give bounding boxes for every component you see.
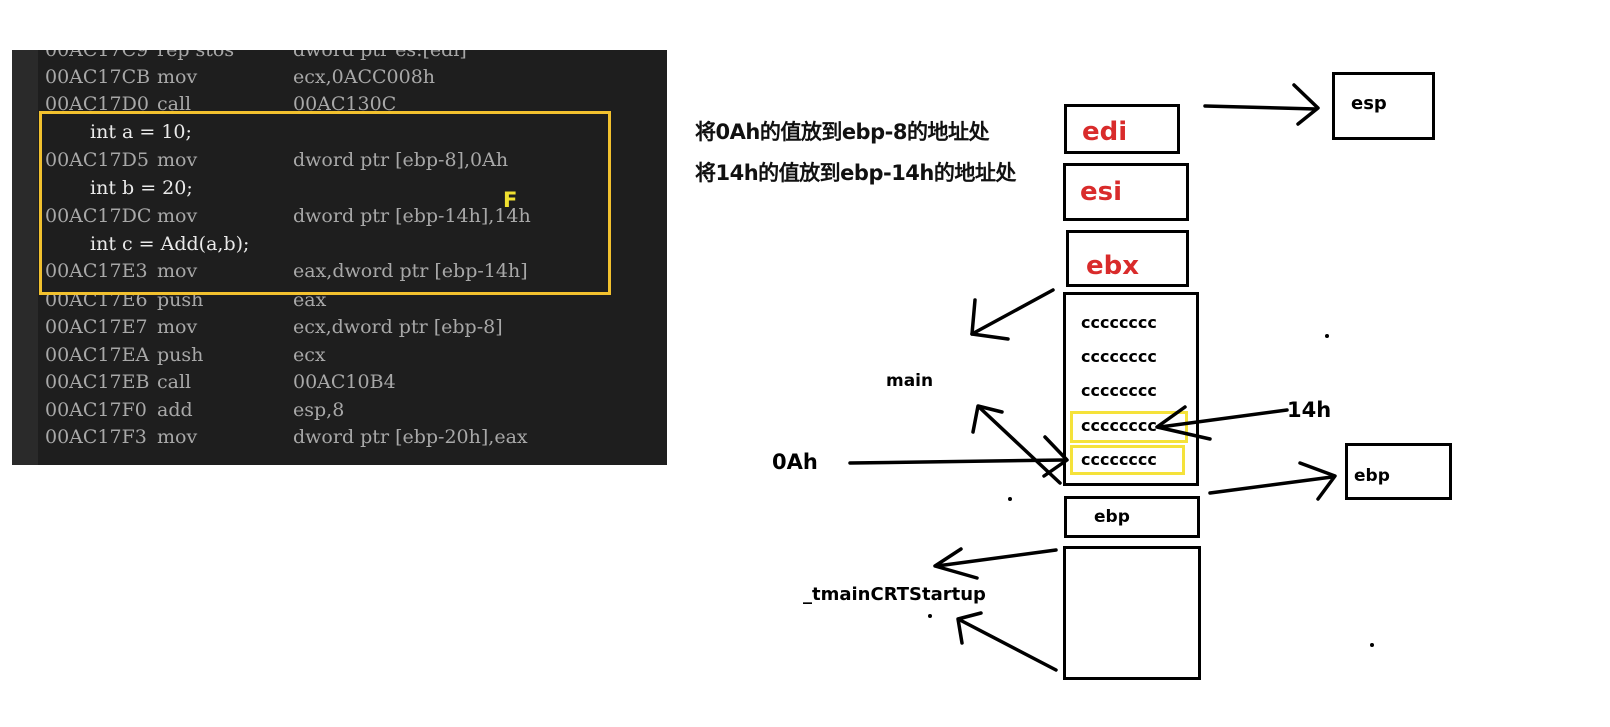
stray-dot xyxy=(1008,497,1012,501)
source-line: int b = 20; xyxy=(45,175,193,201)
editor-gutter xyxy=(12,50,38,465)
code-address: 00AC17CB xyxy=(45,66,151,88)
cell-highlight-0ah xyxy=(1070,445,1185,475)
code-operand: dword ptr [ebp-8],0Ah xyxy=(293,149,509,171)
code-opcode: push xyxy=(157,344,204,366)
source-text: int c = Add(a,b); xyxy=(90,233,250,255)
arrow-0ah xyxy=(848,435,1069,478)
code-opcode: mov xyxy=(157,260,198,282)
code-address: 00AC17EA xyxy=(45,344,150,366)
code-operand: dword ptr [ebp-20h],eax xyxy=(293,426,528,448)
code-address: 00AC17DC xyxy=(45,205,152,227)
code-operand: ecx xyxy=(293,344,326,366)
ebp-pointer-box xyxy=(1345,443,1452,500)
code-operand: 00AC130C xyxy=(293,93,397,115)
code-line: 00AC17D5 mov dword ptr [ebp-8],0Ah xyxy=(45,147,508,173)
code-line: 00AC17E7 mov ecx,dword ptr [ebp-8] xyxy=(45,314,503,340)
code-address: 00AC17F0 xyxy=(45,399,147,421)
esi-label: esi xyxy=(1080,177,1123,207)
startup-top-arrow xyxy=(933,547,1058,580)
ebp-pointer-arrow xyxy=(1208,461,1337,501)
code-opcode: mov xyxy=(157,66,198,88)
stack-cell: cccccccc xyxy=(1081,347,1157,366)
code-line: 00AC17EA push ecx xyxy=(45,342,326,368)
f-mark: F xyxy=(503,188,518,212)
main-label: main xyxy=(886,371,934,391)
ebx-box xyxy=(1066,230,1189,287)
code-operand: esp,8 xyxy=(293,399,345,421)
code-line: 00AC17F3 mov dword ptr [ebp-20h],eax xyxy=(45,424,528,450)
code-opcode: mov xyxy=(157,149,198,171)
note-line-2: 将14h的值放到ebp-14h的地址处 xyxy=(695,161,1016,185)
ebx-label: ebx xyxy=(1086,251,1140,281)
startup-label: _tmainCRTStartup xyxy=(803,584,986,605)
code-line: 00AC17CB mov ecx,0ACC008h xyxy=(45,64,435,90)
code-operand: eax,dword ptr [ebp-14h] xyxy=(293,260,528,282)
note-line-1: 将0Ah的值放到ebp-8的地址处 xyxy=(695,120,989,144)
code-address: 00AC17E7 xyxy=(45,316,148,338)
stack-cell: cccccccc xyxy=(1081,313,1157,332)
startup-frame-box xyxy=(1063,546,1201,680)
main-top-arrow xyxy=(970,288,1055,341)
code-opcode: call xyxy=(157,371,192,393)
code-operand: ecx,0ACC008h xyxy=(293,66,436,88)
ebp-stack-box xyxy=(1064,496,1200,538)
esi-box xyxy=(1063,163,1189,221)
code-line: 00AC17D0 call 00AC130C xyxy=(45,91,396,117)
panel-top-edge xyxy=(12,40,667,50)
stack-frame-box xyxy=(1063,292,1199,486)
code-opcode: call xyxy=(157,93,192,115)
disassembly-panel xyxy=(12,50,667,465)
source-line: int a = 10; xyxy=(45,119,192,145)
source-line: int c = Add(a,b); xyxy=(45,231,249,257)
esp-pointer-box xyxy=(1332,72,1435,140)
esp-label: esp xyxy=(1351,93,1387,114)
stack-cell: cccccccc xyxy=(1081,450,1157,469)
code-line: 00AC17F0 add esp,8 xyxy=(45,397,344,423)
value-0ah-label: 0Ah xyxy=(772,450,818,474)
stray-dot xyxy=(1325,334,1329,338)
code-line: 00AC17DC mov dword ptr [ebp-14h],14h xyxy=(45,203,531,229)
esp-arrow xyxy=(1203,83,1320,126)
edi-label: edi xyxy=(1082,117,1128,147)
ebp-stack-label: ebp xyxy=(1094,507,1130,527)
code-line: 00AC17E3 mov eax,dword ptr [ebp-14h] xyxy=(45,258,528,284)
code-opcode: mov xyxy=(157,205,198,227)
code-opcode: mov xyxy=(157,426,198,448)
arrow-14h xyxy=(1155,405,1289,441)
stack-cell: cccccccc xyxy=(1081,381,1157,400)
cell-highlight-14h xyxy=(1070,411,1188,443)
startup-bottom-arrow xyxy=(956,611,1058,672)
code-operand: ecx,dword ptr [ebp-8] xyxy=(293,316,503,338)
main-bottom-arrow xyxy=(971,404,1062,485)
code-address: 00AC17F3 xyxy=(45,426,147,448)
code-address: 00AC17D0 xyxy=(45,93,149,115)
ebp-pointer-label: ebp xyxy=(1354,466,1390,486)
stray-dot xyxy=(928,614,932,618)
code-address: 00AC17EB xyxy=(45,371,150,393)
stack-cell: cccccccc xyxy=(1081,416,1157,435)
code-opcode: mov xyxy=(157,316,198,338)
source-text: int a = 10; xyxy=(90,121,192,143)
code-address: 00AC17D5 xyxy=(45,149,149,171)
code-operand: dword ptr [ebp-14h],14h xyxy=(293,205,531,227)
code-operand: 00AC10B4 xyxy=(293,371,396,393)
code-address: 00AC17E3 xyxy=(45,260,148,282)
code-highlight-box xyxy=(39,111,611,295)
code-line: 00AC17EB call 00AC10B4 xyxy=(45,369,396,395)
code-opcode: add xyxy=(157,399,193,421)
value-14h-label: 14h xyxy=(1287,398,1332,422)
edi-box xyxy=(1064,104,1180,154)
source-text: int b = 20; xyxy=(90,177,193,199)
stray-dot xyxy=(1370,643,1374,647)
